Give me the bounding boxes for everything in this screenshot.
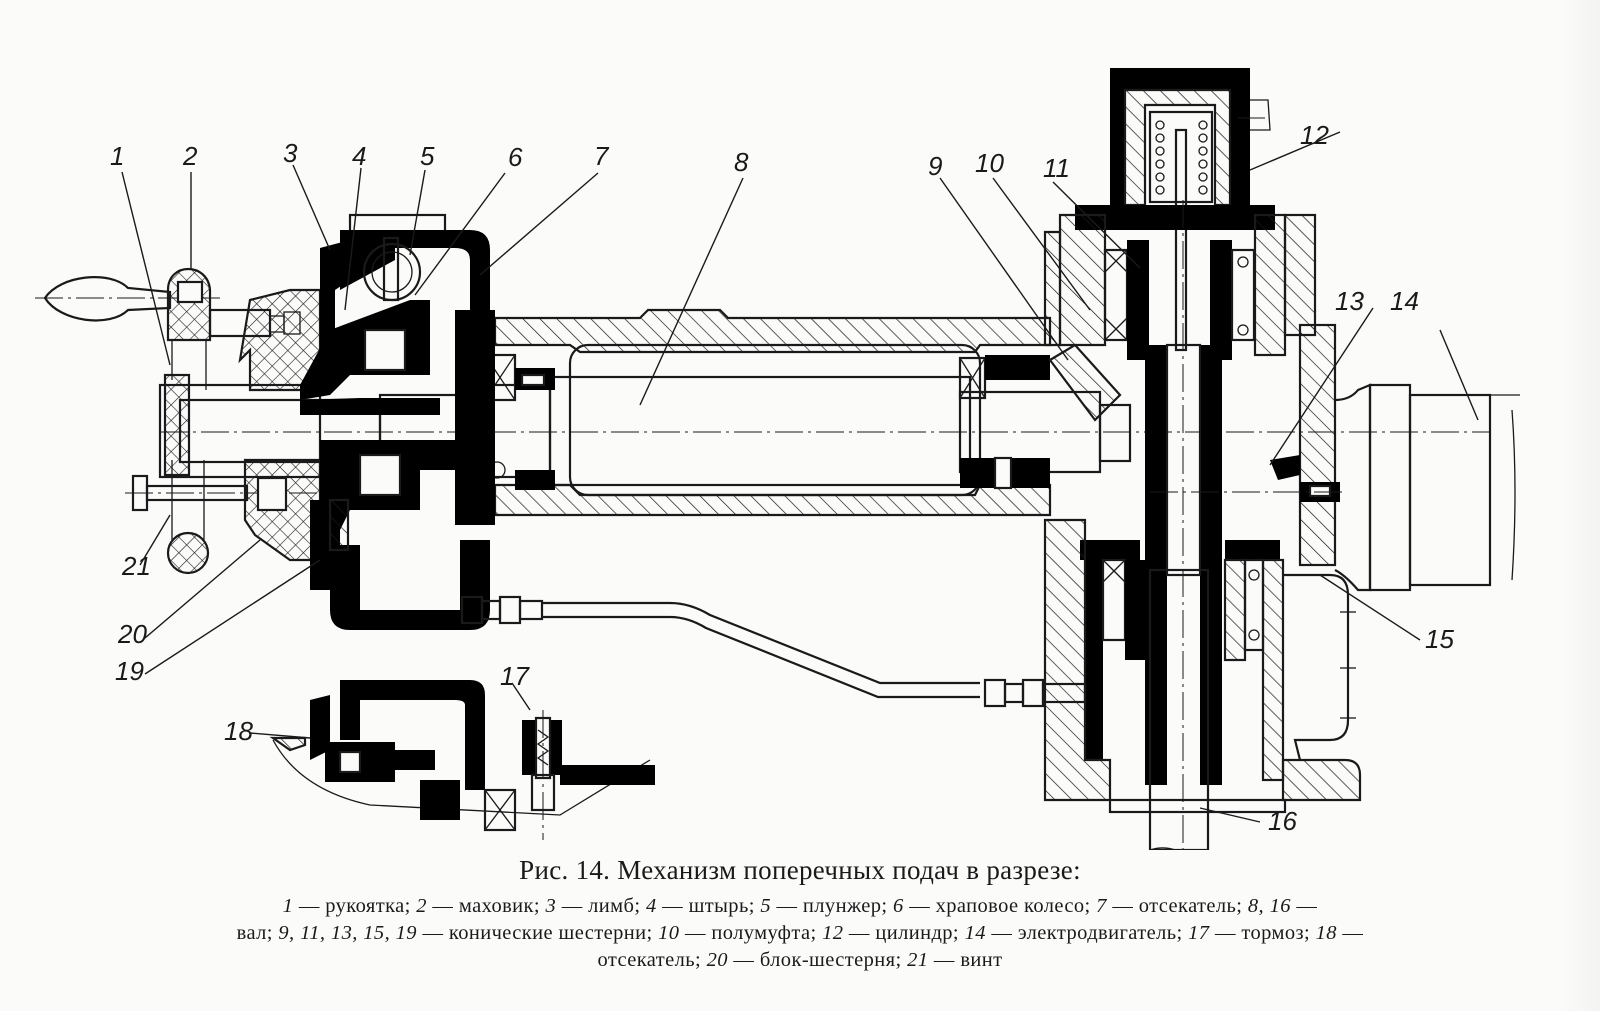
callout-6: 6 xyxy=(508,142,523,172)
cylinder-12 xyxy=(1043,68,1362,850)
ratchet-gearbox xyxy=(300,213,495,630)
callout-5: 5 xyxy=(420,141,435,171)
legend-text: — xyxy=(1336,922,1364,944)
legend-text: — храповое колесо; xyxy=(903,895,1097,917)
legend-text: — плунжер; xyxy=(770,895,894,917)
callout-3: 3 xyxy=(283,138,298,168)
callout-13: 13 xyxy=(1335,286,1364,316)
callout-1: 1 xyxy=(110,141,124,171)
legend-text: — тормоз; xyxy=(1209,922,1316,944)
callout-10: 10 xyxy=(975,148,1004,178)
legend-text: — цилиндр; xyxy=(843,922,965,944)
legend-text: — электродвигатель; xyxy=(985,922,1189,944)
callout-2: 2 xyxy=(182,141,198,171)
callout-11: 11 xyxy=(1043,153,1070,183)
legend-number: 2 xyxy=(416,895,427,917)
legend-number: 7 xyxy=(1096,895,1107,917)
legend-number: 8, 16 xyxy=(1247,895,1291,917)
callout-12: 12 xyxy=(1300,120,1329,150)
legend-text: — блок-шестерня; xyxy=(727,949,908,971)
callout-14: 14 xyxy=(1390,286,1419,316)
callout-19: 19 xyxy=(115,656,144,686)
legend-number: 12 xyxy=(822,922,844,944)
legend-text: вал; xyxy=(236,922,279,944)
legend-number: 18 xyxy=(1315,922,1337,944)
legend-number: 21 xyxy=(907,949,929,971)
legend-text: отсекатель; xyxy=(597,949,707,971)
legend-number: 20 xyxy=(706,949,728,971)
callout-21: 21 xyxy=(121,551,151,581)
cross-section-drawing: 1 2 3 4 5 6 7 8 9 10 11 12 13 14 15 16 1… xyxy=(35,68,1520,850)
callout-4: 4 xyxy=(352,141,366,171)
callout-15: 15 xyxy=(1425,624,1454,654)
legend-number: 6 xyxy=(893,895,904,917)
callout-17: 17 xyxy=(500,661,530,691)
legend-text: — штырь; xyxy=(656,895,761,917)
inset-detail xyxy=(269,680,655,840)
legend-number: 14 xyxy=(964,922,986,944)
legend-text: — маховик; xyxy=(426,895,546,917)
legend-number: 1 xyxy=(282,895,294,917)
callout-20: 20 xyxy=(117,619,147,649)
legend-line-3: отсекатель; 20 — блок-шестерня; 21 — вин… xyxy=(0,949,1600,972)
legend-text: — рукоятка; xyxy=(293,895,417,917)
callout-18: 18 xyxy=(224,716,253,746)
legend-text: — полумуфта; xyxy=(679,922,823,944)
legend-text: — винт xyxy=(928,949,1003,971)
legend-number: 9, 11, 13, 15, 19 xyxy=(278,922,417,944)
legend-text: — лимб; xyxy=(556,895,646,917)
shaft-8 xyxy=(158,375,1490,487)
oil-pipe xyxy=(460,595,1087,708)
handle-assembly xyxy=(35,267,330,575)
legend-number: 3 xyxy=(545,895,557,917)
callout-labels: 1 2 3 4 5 6 7 8 9 10 11 12 13 14 15 16 1… xyxy=(110,120,1454,836)
legend-text: — конические шестерни; xyxy=(416,922,659,944)
legend-number: 5 xyxy=(760,895,771,917)
legend-text: — отсекатель; xyxy=(1106,895,1248,917)
callout-16: 16 xyxy=(1268,806,1297,836)
legend-number: 10 xyxy=(658,922,680,944)
callout-8: 8 xyxy=(734,147,749,177)
legend-line-2: вал; 9, 11, 13, 15, 19 — конические шест… xyxy=(0,922,1600,945)
scan-edge xyxy=(1560,0,1600,1011)
motor-14 xyxy=(1150,323,1520,592)
legend-text: — xyxy=(1290,895,1318,917)
callout-9: 9 xyxy=(928,151,942,181)
callout-7: 7 xyxy=(594,141,610,171)
leader-lines xyxy=(121,131,1479,823)
figure-title: Рис. 14. Механизм поперечных подач в раз… xyxy=(519,855,1081,885)
legend-number: 4 xyxy=(645,895,657,917)
legend-number: 17 xyxy=(1188,922,1210,944)
legend-line-1: 1 — рукоятка; 2 — маховик; 3 — лимб; 4 —… xyxy=(0,895,1600,918)
